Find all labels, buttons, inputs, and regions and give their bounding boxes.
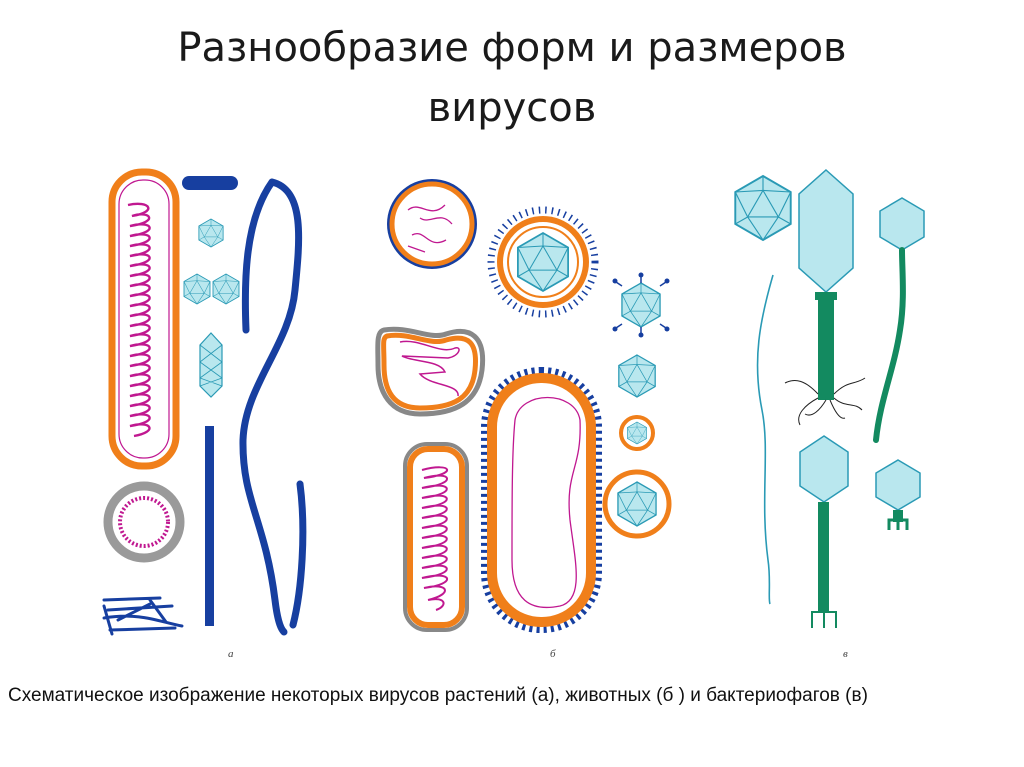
bacteriophage-icon [873, 197, 925, 443]
bacteriophages-panel [734, 168, 925, 628]
threaded-virus-icon [102, 596, 184, 636]
large-enveloped-virus-icon [481, 367, 602, 633]
icosahedral-capsid-icon [618, 354, 656, 398]
panel-label-b: б [550, 648, 556, 660]
filamentous-virus-icon [239, 178, 307, 636]
slide-title: Разнообразие форм и размеров вирусов [0, 18, 1024, 138]
title-line-2: вирусов [427, 85, 597, 131]
small-enveloped-virus-icon [619, 415, 655, 451]
short-rod-virus-icon [182, 176, 238, 190]
icosahedral-capsid-icon [183, 273, 211, 305]
bacteriophage-icon [799, 435, 849, 628]
panel-label-c: в [843, 648, 848, 660]
title-line-1: Разнообразие форм и размеров [177, 25, 847, 71]
icosahedral-capsid-icon [212, 273, 240, 305]
enveloped-icosahedral-virus-icon [487, 206, 599, 318]
bacteriophage-icon [784, 168, 866, 426]
enveloped-virus-icon [387, 179, 477, 269]
ring-virus-icon [103, 481, 185, 563]
elongated-capsid-icon [199, 332, 223, 398]
icosahedral-capsid-icon [198, 218, 224, 248]
icosahedral-capsid-icon [612, 272, 670, 338]
rod-virus-icon [205, 426, 214, 626]
enveloped-icosahedral-virus-icon [602, 469, 672, 539]
bacteriophage-icon [875, 459, 921, 530]
icosahedral-phage-icon [734, 175, 792, 241]
helical-capsule-virus-icon [403, 442, 469, 632]
filamentous-phage-icon [756, 274, 774, 605]
panel-label-a: а [228, 648, 234, 660]
animal-viruses-panel [375, 179, 672, 633]
helical-rod-virus-icon [108, 168, 180, 470]
plant-viruses-panel [102, 168, 307, 636]
bean-shaped-virus-icon [375, 326, 486, 417]
figure-caption: Схематическое изображение некоторых виру… [8, 685, 868, 706]
